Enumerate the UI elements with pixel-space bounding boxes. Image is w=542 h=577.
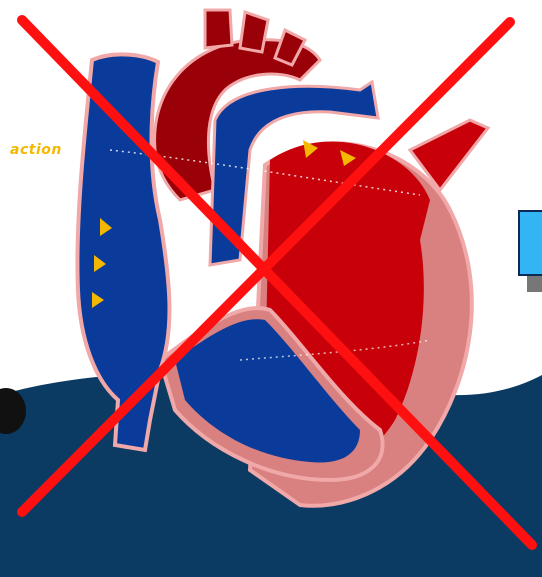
side-panel-shadow bbox=[527, 276, 542, 292]
side-panel bbox=[518, 210, 542, 276]
caption-text: action bbox=[10, 142, 62, 158]
